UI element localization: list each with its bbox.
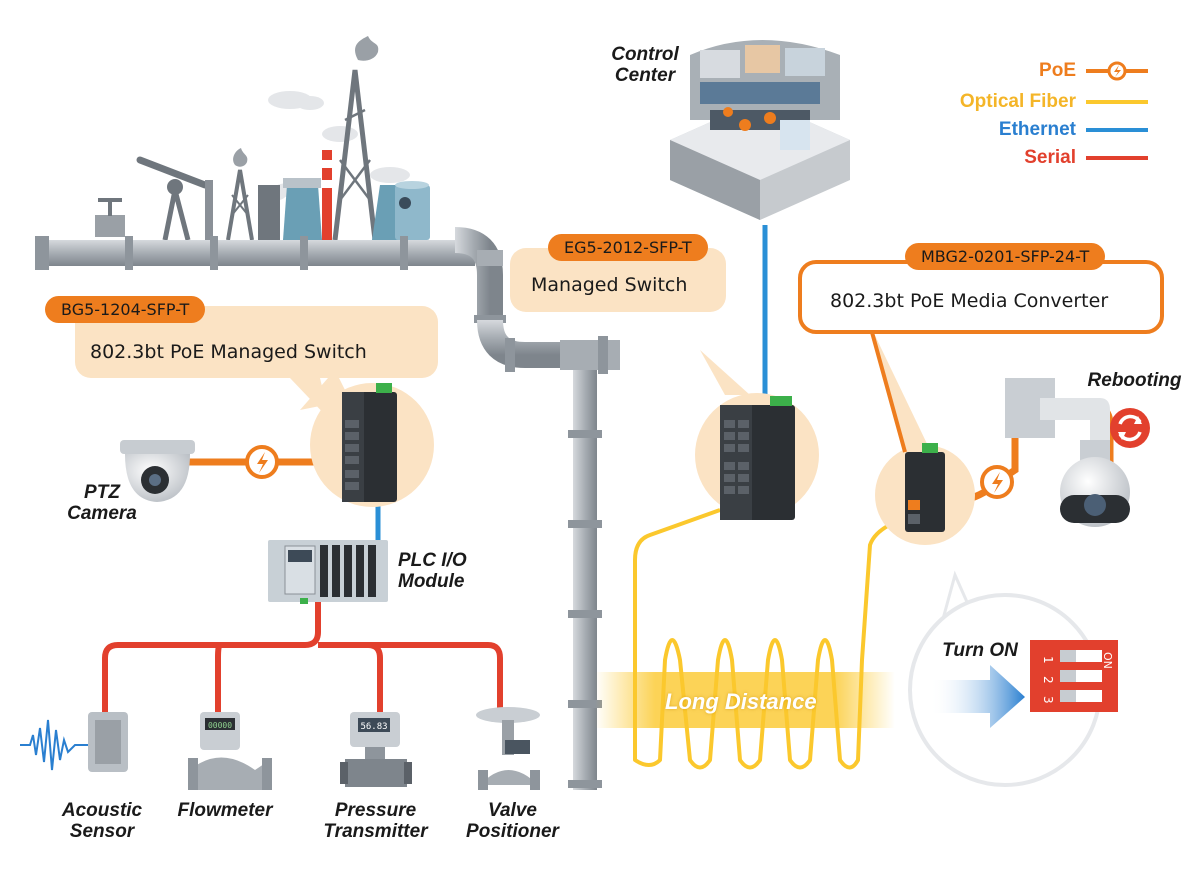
long-distance-glow: [595, 672, 895, 728]
eg5-callout: [510, 248, 726, 312]
pipeline: [35, 227, 620, 790]
legend-item-poe: PoE: [1039, 60, 1148, 82]
optical-fiber-link: [633, 508, 901, 770]
mbg2-converter-device: [905, 443, 945, 532]
legend-swatch-serial: [1086, 156, 1148, 160]
dip-on-label: ON: [1101, 652, 1114, 669]
plc-label: PLC I/O Module: [398, 550, 467, 592]
flowmeter-device: 00000: [188, 712, 272, 790]
acoustic-sensor-label: Acoustic Sensor: [61, 800, 143, 842]
valve-positioner-label: Valve Positioner: [466, 800, 559, 842]
dip-number-2: 2: [1041, 676, 1055, 684]
lightning-icon: [980, 465, 1014, 499]
plc-module-device: [268, 540, 388, 604]
flowmeter-label: Flowmeter: [177, 800, 273, 821]
legend-label-poe: PoE: [1039, 60, 1076, 81]
control-center-illustration: [670, 40, 850, 220]
legend-item-fiber: Optical Fiber: [960, 91, 1148, 113]
bg5-callout: [75, 306, 438, 378]
ptz-camera-label: PTZ Camera: [67, 482, 137, 524]
pressure-transmitter-label: Pressure Transmitter: [323, 800, 428, 842]
legend-swatch-ethernet: [1086, 128, 1148, 132]
long-distance-label: Long Distance: [665, 689, 817, 714]
bg5-switch-device: [342, 383, 397, 502]
serial-links: [102, 600, 503, 715]
turn-on-label: Turn ON: [942, 640, 1018, 661]
dip-switch: 1 2 3 ON: [1030, 640, 1118, 712]
control-center-label: Control Center: [611, 44, 679, 86]
rebooting-icon: [1110, 408, 1150, 448]
eg5-description: Managed Switch: [531, 274, 688, 296]
legend-item-serial: Serial: [1024, 147, 1148, 169]
legend-item-ethernet: Ethernet: [999, 119, 1148, 141]
legend-swatch-fiber: [1086, 100, 1148, 104]
legend-label-ethernet: Ethernet: [998, 119, 1076, 140]
arrow-right-icon: [930, 665, 1025, 728]
dip-number-1: 1: [1041, 656, 1055, 664]
refinery-skyline: [95, 36, 430, 241]
legend-swatch-poe: [1086, 61, 1148, 81]
pressure-display-text: 56.83: [360, 722, 387, 732]
lightning-icon: [245, 445, 279, 479]
ptz-camera-device: [120, 440, 195, 502]
bg5-description: 802.3bt PoE Managed Switch: [90, 341, 367, 363]
bg5-model-tag: BG5-1204-SFP-T: [45, 296, 206, 323]
legend-label-fiber: Optical Fiber: [959, 91, 1076, 112]
acoustic-sensor-device: [20, 712, 128, 772]
pressure-transmitter-device: 56.83: [340, 712, 412, 787]
eg5-switch-device: [720, 396, 795, 520]
ptz-dome-camera-device: [1005, 378, 1130, 527]
eg5-model-tag: EG5-2012-SFP-T: [548, 234, 708, 261]
mbg2-model-tag: MBG2-0201-SFP-24-T: [905, 243, 1106, 270]
legend-label-serial: Serial: [1024, 147, 1076, 168]
valve-positioner-device: [476, 707, 540, 790]
dip-number-3: 3: [1041, 696, 1055, 704]
mbg2-description: 802.3bt PoE Media Converter: [830, 290, 1109, 312]
flowmeter-display-text: 00000: [208, 721, 232, 730]
rebooting-label: Rebooting: [1087, 370, 1182, 391]
